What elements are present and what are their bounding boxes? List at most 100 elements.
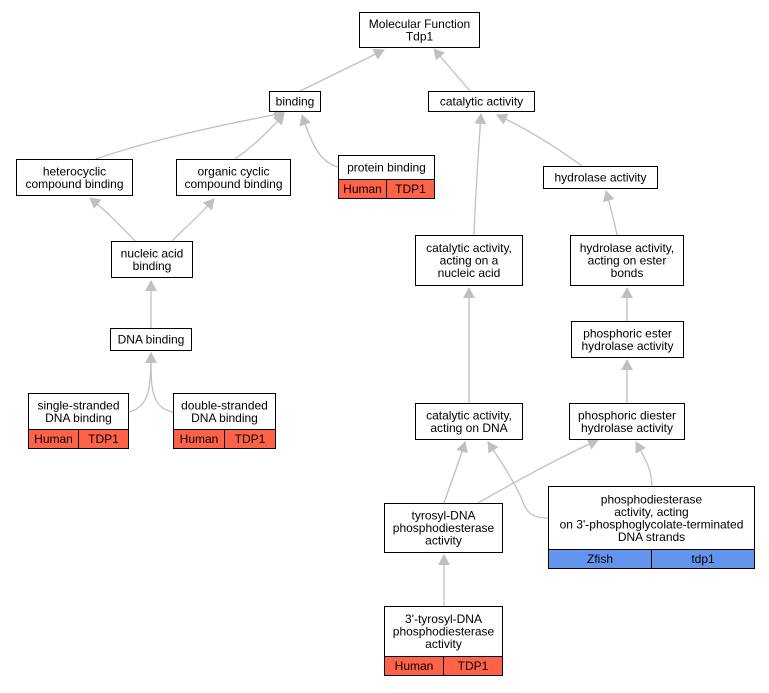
node-label-line: compound binding: [25, 177, 123, 191]
node-label-line: phosphodiesterase: [393, 625, 495, 639]
node-box: [28, 393, 129, 430]
node-label-line: phosphoric ester: [583, 326, 672, 340]
annotation-row[interactable]: Human TDP1: [338, 179, 435, 199]
node-label-line: catalytic activity,: [426, 241, 512, 255]
node-label-line: acting on a: [440, 254, 499, 268]
gene-label: TDP1: [458, 659, 489, 673]
node-box: [415, 235, 523, 286]
node-box: [428, 91, 535, 112]
node-label-line: organic cyclic: [197, 164, 269, 178]
gene-cell: [386, 179, 435, 199]
node-label-line: phosphoric diester: [578, 408, 676, 422]
node-label-line: activity, acting: [614, 505, 688, 519]
node-box: [176, 159, 291, 196]
node-catalytic-activity-dna[interactable]: catalytic activity,acting on DNA: [415, 403, 523, 440]
annotation-row[interactable]: Human TDP1: [173, 429, 276, 449]
edges-layer: [89, 48, 653, 606]
node-box: [359, 12, 480, 48]
species-label: Human: [343, 182, 382, 196]
edge-binding-to-molecular-function: [299, 48, 385, 92]
node-label-line: protein binding: [347, 161, 426, 175]
annotation-row[interactable]: Human TDP1: [28, 429, 129, 449]
node-dna-binding[interactable]: DNA binding: [110, 328, 192, 351]
gene-cell: [651, 549, 755, 569]
node-label-line: catalytic activity: [440, 95, 523, 109]
edge-catalytic-activity-to-molecular-function: [433, 48, 471, 92]
node-box: [570, 235, 684, 286]
node-box: [569, 403, 685, 440]
node-label-line: DNA binding: [45, 411, 112, 425]
node-binding[interactable]: binding: [269, 91, 321, 112]
node-box: [269, 91, 321, 112]
species-label: Human: [34, 432, 73, 446]
edge-nucleic-acid-binding-to-organic-cyclic-compound-binding: [171, 198, 215, 242]
species-label: Human: [180, 432, 219, 446]
node-box: [571, 321, 684, 358]
node-label-line: nucleic acid: [121, 246, 184, 260]
node-label-line: tyrosyl-DNA: [411, 509, 475, 523]
node-label-line: bonds: [611, 266, 644, 280]
edge-hydrolase-activity-ester-to-hydrolase-activity: [602, 190, 618, 236]
node-catalytic-activity[interactable]: catalytic activity: [428, 91, 535, 112]
node-label-line: activity: [425, 637, 462, 651]
node-box: [173, 393, 276, 430]
edge-single-stranded-dna-binding-to-dna-binding: [127, 352, 157, 413]
node-box: [338, 155, 435, 180]
gene-cell: [443, 656, 503, 676]
gene-label: TDP1: [235, 432, 266, 446]
node-label-line: acting on DNA: [430, 421, 507, 435]
node-label-line: hydrolase activity: [581, 421, 673, 435]
edge-hydrolase-activity-to-catalytic-activity: [496, 113, 583, 167]
node-box: [543, 166, 658, 189]
gene-cell: [224, 429, 276, 449]
node-label-line: double-stranded: [181, 398, 268, 412]
node-box: [415, 403, 523, 440]
node-label-line: binding: [133, 259, 172, 273]
node-box: [548, 486, 755, 550]
edge-phosphodiesterase-3-phosphoglycolate-to-phosphoric-diester-hydrolase: [635, 441, 653, 487]
node-label-line: 3'-tyrosyl-DNA: [405, 612, 482, 626]
edge-protein-binding-to-binding: [299, 114, 339, 168]
node-label-line: phosphodiesterase: [393, 521, 495, 535]
node-label-line: Molecular Function: [369, 17, 470, 31]
node-label-line: hydrolase activity: [581, 339, 673, 353]
node-label-line: DNA binding: [191, 411, 258, 425]
node-label-line: compound binding: [184, 177, 282, 191]
gene-label: TDP1: [395, 182, 426, 196]
node-box: [384, 606, 503, 657]
node-label-line: activity: [425, 534, 462, 548]
node-box: [111, 241, 193, 278]
edge-heterocyclic-compound-binding-to-binding: [95, 108, 285, 160]
node-label-line: single-stranded: [37, 398, 119, 412]
edge-tyrosyl-dna-phosphodiesterase-to-phosphoric-diester-hydrolase: [477, 438, 599, 504]
edge-phosphodiesterase-3-phosphoglycolate-to-catalytic-activity-dna: [487, 441, 549, 519]
node-label-line: heterocyclic: [43, 164, 106, 178]
gene-label: TDP1: [88, 432, 119, 446]
edge-organic-cyclic-compound-binding-to-binding: [234, 113, 285, 160]
node-label-line: Tdp1: [406, 29, 434, 43]
node-label-line: phosphodiesterase: [601, 492, 703, 506]
node-label-line: nucleic acid: [438, 266, 501, 280]
node-tyrosyl-dna-phosphodiesterase-3[interactable]: 3'-tyrosyl-DNAphosphodiesteraseactivityH…: [384, 606, 503, 676]
edge-nucleic-acid-binding-to-heterocyclic-compound-binding: [89, 197, 136, 242]
node-label-line: acting on ester: [588, 254, 667, 268]
node-hydrolase-activity[interactable]: hydrolase activity: [543, 166, 658, 189]
edge-tyrosyl-dna-phosphodiesterase-to-catalytic-activity-dna: [443, 441, 468, 504]
